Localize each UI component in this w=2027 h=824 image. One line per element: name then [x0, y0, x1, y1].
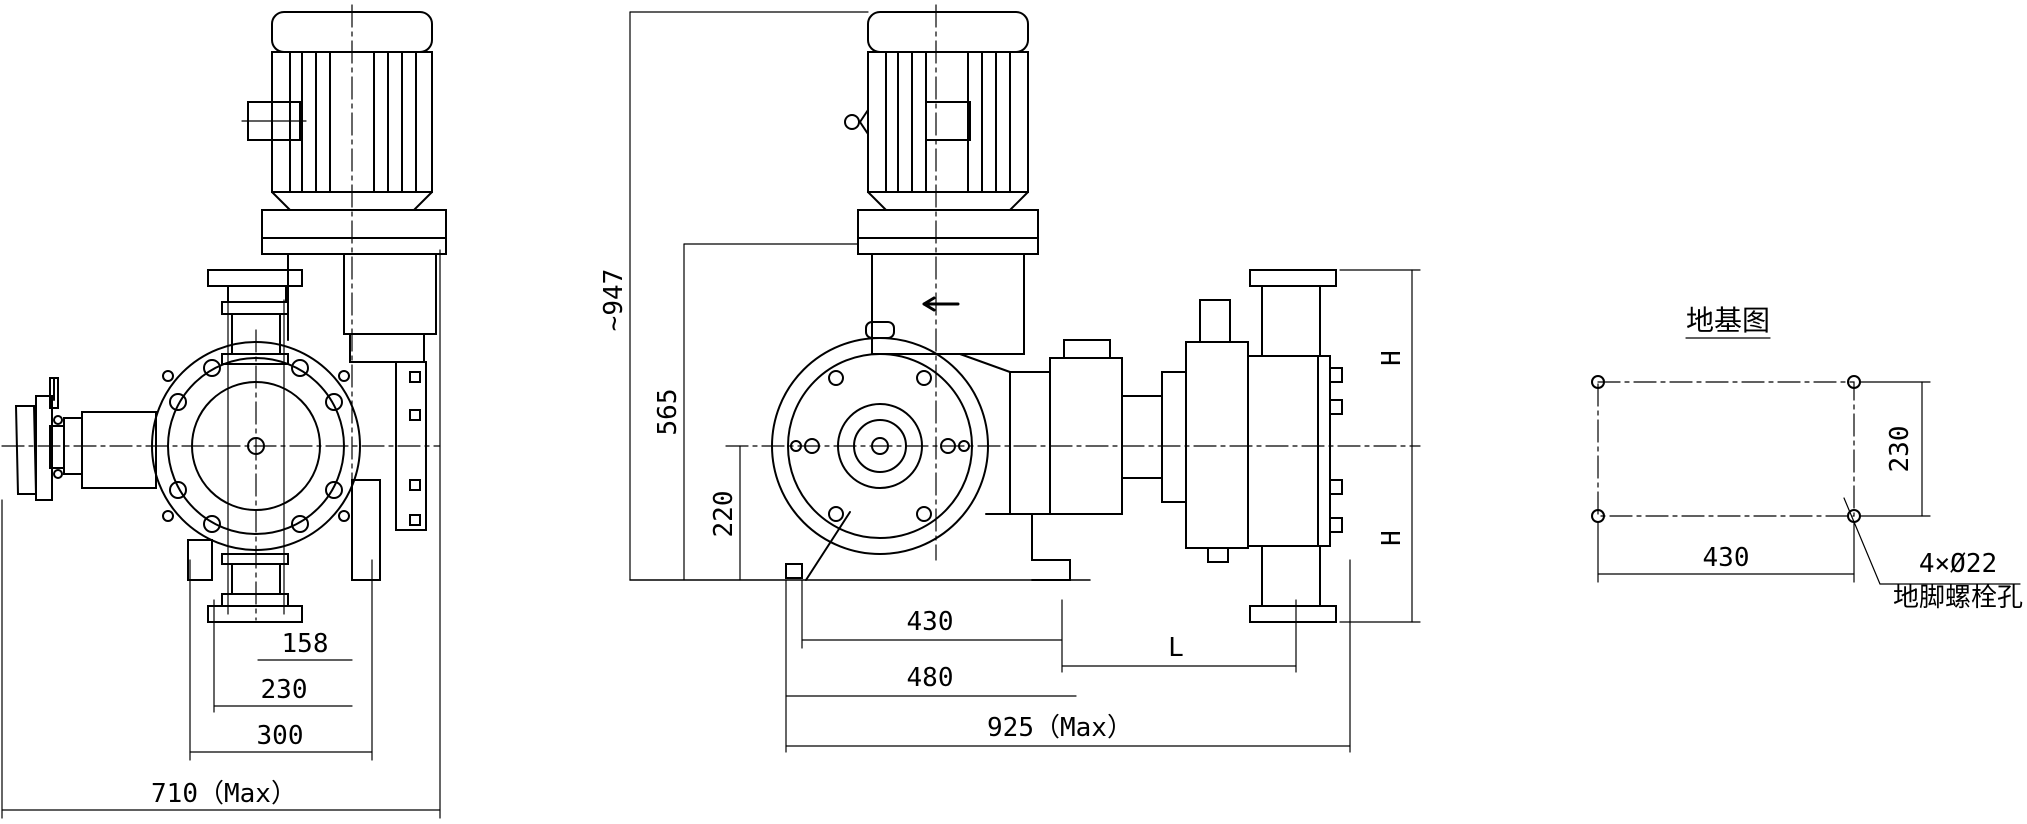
- front-motor: [844, 11, 1039, 355]
- motor: [241, 11, 447, 255]
- gearbox: [287, 253, 437, 581]
- valve-assembly: [187, 269, 303, 623]
- foundation-dim-230: 230: [1885, 426, 1915, 473]
- side-dim-710-max: 710（Max）: [151, 779, 297, 809]
- front-dim-L: L: [1168, 633, 1184, 663]
- front-view: [629, 4, 1421, 753]
- front-view-dimensions: [629, 11, 1421, 753]
- side-view-dimensions: [1, 249, 441, 819]
- front-dim-220: 220: [709, 491, 739, 538]
- pump-head: [151, 341, 361, 551]
- front-pump-body: [771, 269, 1343, 623]
- bolt-hole-label: 地脚螺栓孔: [1893, 583, 2023, 613]
- side-dim-158: 158: [282, 629, 329, 659]
- front-dim-925-max: 925（Max）: [987, 713, 1133, 743]
- stroke-adjuster: [14, 377, 157, 501]
- side-view: [1, 4, 447, 819]
- front-dim-H-bottom: H: [1377, 530, 1407, 546]
- foundation-plan-title: 地基图: [1686, 304, 1770, 337]
- side-dim-300: 300: [257, 721, 304, 751]
- front-dim-430: 430: [907, 607, 954, 637]
- bolt-hole: [1591, 375, 1605, 389]
- front-dim-480: 480: [907, 663, 954, 693]
- front-dim-H-top: H: [1377, 350, 1407, 366]
- foundation-plan: [1591, 337, 2021, 585]
- foundation-dim-430: 430: [1703, 543, 1750, 573]
- front-dim-947: ~947: [599, 269, 629, 332]
- side-dim-230: 230: [261, 675, 308, 705]
- bolt-hole-spec: 4×Ø22: [1919, 549, 1997, 579]
- front-dim-565: 565: [653, 389, 683, 436]
